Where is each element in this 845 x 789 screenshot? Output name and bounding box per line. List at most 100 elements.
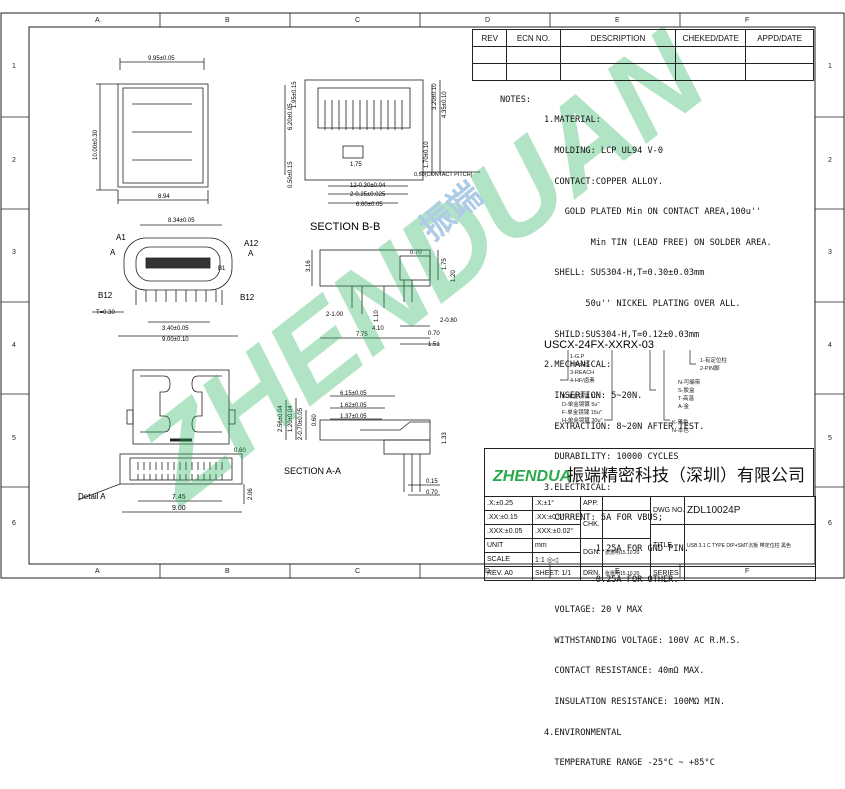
- zone-number: 6: [828, 520, 832, 527]
- zone-number: 2: [12, 157, 16, 164]
- opt-right-0: 1-有定位柱: [700, 356, 727, 364]
- label-a-left: A: [110, 248, 116, 257]
- dim-pcb-120: 1.20±0.04: [288, 405, 294, 432]
- label-a-right: A: [248, 249, 254, 258]
- part-code: USCX-24FX-XXRX-03: [544, 339, 654, 351]
- note-line: GOLD PLATED Min ON CONTACT AREA,100u'': [544, 207, 762, 218]
- tol-x: .X:±0.25: [484, 496, 533, 511]
- dim-s2-070b: 0.70: [428, 331, 440, 337]
- note-line: EXTRACTION: 8~20N AFTER TEST.: [544, 421, 705, 432]
- title-value: USB 3.1 C TYPE DIP+SMT沉板 带定位柱 黑色: [684, 524, 816, 567]
- opt-plating-1: D-单金镜镀 5u'': [562, 400, 600, 408]
- zone-number: 5: [828, 435, 832, 442]
- scale-value: 1:1: [535, 556, 545, 564]
- note-line: DURABILITY: 10000 CYCLES: [544, 452, 679, 463]
- note-line: 4.ENVIRONMENTAL: [544, 727, 622, 738]
- dim-s2-100: 2-1.00: [326, 312, 344, 318]
- opt-color-1: N-本色: [672, 426, 689, 434]
- tol-x-ang: .X:±1°: [532, 496, 581, 511]
- rev-value: A0: [504, 570, 513, 577]
- note-line: 3.ELECTRICAL:: [544, 482, 612, 493]
- dim-bottom-900: 9.00: [172, 505, 186, 512]
- notes-lines: 1.MATERIAL: MOLDING: LCP UL94 V-0 CONTAC…: [544, 95, 834, 789]
- unit-value: mm: [532, 538, 581, 553]
- dwg-no-label: DWG NO.: [650, 496, 685, 525]
- tol-xxx-ang: .XXX:±0.02°: [532, 524, 581, 539]
- zone-letter: F: [745, 17, 749, 24]
- label-a12: A12: [244, 239, 259, 248]
- scale-label: SCALE: [487, 556, 510, 563]
- zone-number: 3: [12, 249, 16, 256]
- dim-aa-070: 0.70: [426, 490, 438, 496]
- dgn-label: DGN.: [580, 538, 603, 567]
- sheet-value: 1/1: [561, 570, 572, 577]
- dim-pitch-label: 0.50(CONTACT PITCH): [414, 172, 473, 178]
- opt-left-0: 1-G.P: [570, 354, 585, 360]
- dim-s2-410: 4.10: [372, 326, 384, 332]
- dim-side-1: 6.20±0.05: [288, 103, 294, 130]
- label-b1: B1: [218, 266, 226, 272]
- dim-front-t: T=0.30: [96, 310, 116, 316]
- note-line: INSULATION RESISTANCE: 100MΩ MIN.: [544, 696, 726, 707]
- note-line: WITHSTANDING VOLTAGE: 100V AC R.M.S.: [544, 635, 741, 646]
- dim-pitch-1: 1.75: [350, 162, 362, 168]
- dim-pcb-256: 2.56±0.04: [278, 405, 284, 432]
- opt-plating-0: B-单金镜镀 1u'': [562, 392, 599, 400]
- note-line: 2.MECHANICAL:: [544, 360, 612, 371]
- revision-table: REV ECN NO. DESCRIPTION CHEKED/DATE APPD…: [471, 29, 814, 81]
- note-line: SHELL: SUS304-H,T=0.30±0.03mm: [544, 268, 705, 279]
- section-bb-view: [284, 79, 480, 204]
- part-code-options: 1-G.P 2-RoHS 3-REACH 4-HF/卤素 1-有定位柱 2-PI…: [562, 354, 727, 434]
- note-line: CONTACT:COPPER ALLOY.: [544, 176, 663, 187]
- dim-pcb-162: 1.62±0.05: [340, 403, 367, 409]
- dim-aa-015: 0.15: [426, 479, 438, 485]
- dim-s2-080: 2-0.80: [440, 318, 458, 324]
- dim-side-4: 3.20±0.10: [432, 83, 438, 110]
- dwg-no-value: ZDL10024P: [684, 496, 816, 525]
- company-logo: ZHENDUAN: [492, 468, 571, 485]
- opt-pack-1: S-胶盒: [678, 386, 695, 394]
- dim-bottom-060: 0.60: [234, 448, 246, 454]
- bottom-view: [77, 369, 245, 513]
- rev-header-rev: REV: [471, 29, 508, 47]
- rev-label: REV.: [487, 570, 503, 577]
- note-line: MOLDING: LCP UL94 V-0: [544, 146, 663, 157]
- rev-header-ecn: ECN NO.: [506, 29, 561, 47]
- tol-xx-ang: .XX:±0.5°: [532, 510, 581, 525]
- series-label: SERIES: [650, 566, 685, 581]
- opt-left-2: 3-REACH: [570, 370, 594, 376]
- dim-s2-151: 1.51: [428, 342, 440, 348]
- opt-plating-3: H-单金镜镀 30u'': [562, 416, 603, 424]
- zone-letter: D: [485, 17, 490, 24]
- company-banner: ZHENDUAN 振端精密科技（深圳）有限公司: [484, 448, 814, 496]
- zone-number: 1: [828, 63, 832, 70]
- zone-number: 1: [12, 63, 16, 70]
- zone-number: 3: [828, 249, 832, 256]
- logo-text: ZHENDUAN: [492, 468, 571, 485]
- dim-top-width: 9.95±0.05: [148, 56, 175, 62]
- dim-pitch-4: 6.60±0.05: [356, 202, 383, 208]
- dim-s2-316: 3.16: [306, 260, 312, 272]
- projection-symbol-icon: ◎◁: [546, 556, 559, 564]
- dim-s2-175: 1.75: [442, 258, 448, 270]
- sheet-label: SHEET:: [535, 570, 560, 577]
- notes-title: NOTES:: [500, 95, 532, 105]
- zone-number: 4: [828, 342, 832, 349]
- zone-letter: C: [355, 568, 360, 575]
- note-line: VOLTAGE: 20 V MAX: [544, 605, 643, 616]
- detail-a-label: Detail A: [78, 492, 106, 501]
- rev-header-checked: CHEKED/DATE: [675, 29, 747, 47]
- dim-pcb-137: 1.37±0.05: [340, 414, 367, 420]
- dim-side-2: 1.95±0.15: [292, 81, 298, 108]
- title-block-table: .X:±0.25 .X:±1° APP. DWG NO. ZDL10024P .…: [484, 496, 816, 581]
- dim-pcb-060: 0.60: [312, 414, 318, 426]
- section-aa-label: SECTION A-A: [284, 466, 341, 476]
- dim-bottom-745: 7.45: [172, 494, 186, 501]
- drn-value: 张惠明15.10.20: [602, 566, 651, 581]
- note-line: 1.MATERIAL:: [544, 115, 601, 126]
- opt-left-3: 4-HF/卤素: [570, 376, 595, 384]
- front-view: [92, 224, 238, 337]
- zone-number: 6: [12, 520, 16, 527]
